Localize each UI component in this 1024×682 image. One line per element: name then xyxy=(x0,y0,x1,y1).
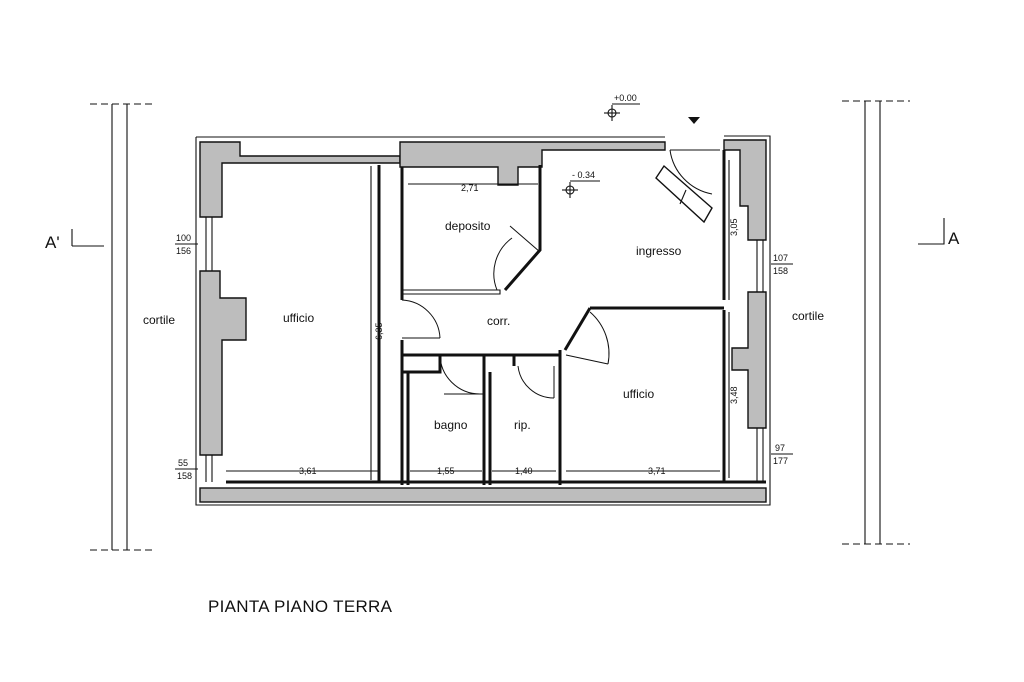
window-label-left-top: 100 156 xyxy=(175,233,198,256)
label-cortile-right: cortile xyxy=(792,309,824,323)
window-left-top-width: 100 xyxy=(176,233,191,243)
window-label-right-top: 107 158 xyxy=(771,253,793,276)
window-label-left-bottom: 55 158 xyxy=(175,458,198,481)
level-label-ingresso: - 0.34 xyxy=(572,170,595,180)
window-right-bottom-width: 97 xyxy=(775,443,785,453)
dim-ufficio-right-width: 3,71 xyxy=(648,466,666,476)
section-label-left: A' xyxy=(45,233,60,252)
dim-ufficio-left-width: 3,61 xyxy=(299,466,317,476)
room-label-ingresso: ingresso xyxy=(636,244,682,258)
dim-ingresso-depth: 3,05 xyxy=(729,218,739,236)
interior-walls xyxy=(226,150,766,485)
outer-walls xyxy=(195,135,771,506)
window-label-right-bottom: 97 177 xyxy=(771,443,793,466)
level-label-entrance: +0.00 xyxy=(614,93,637,103)
room-label-deposito: deposito xyxy=(445,219,491,233)
windows xyxy=(205,217,764,482)
level-markers xyxy=(562,103,640,198)
window-right-top-height: 158 xyxy=(773,266,788,276)
window-left-bottom-width: 55 xyxy=(178,458,188,468)
plan-title: PIANTA PIANO TERRA xyxy=(208,597,393,616)
dimension-lines xyxy=(226,160,730,480)
room-label-ufficio-right: ufficio xyxy=(623,387,654,401)
room-label-corridoio: corr. xyxy=(487,314,510,328)
window-left-bottom-height: 158 xyxy=(177,471,192,481)
dim-rip-width: 1,40 xyxy=(515,466,533,476)
dim-deposito-width: 2,71 xyxy=(461,183,479,193)
dim-bagno-width: 1,55 xyxy=(437,466,455,476)
window-right-bottom-height: 177 xyxy=(773,456,788,466)
room-label-ripostiglio: rip. xyxy=(514,418,531,432)
dim-ufficio-left-depth: 6,35 xyxy=(374,322,384,340)
section-line-left xyxy=(71,103,155,551)
window-left-top-height: 156 xyxy=(176,246,191,256)
section-line-right xyxy=(842,100,945,545)
dim-ufficio-right-depth: 3,48 xyxy=(729,386,739,404)
room-label-bagno: bagno xyxy=(434,418,468,432)
doors xyxy=(401,149,720,399)
entrance-arrow-icon xyxy=(688,117,700,124)
section-label-right: A xyxy=(948,229,960,248)
room-label-ufficio-left: ufficio xyxy=(283,311,314,325)
window-right-top-width: 107 xyxy=(773,253,788,263)
label-cortile-left: cortile xyxy=(143,313,175,327)
